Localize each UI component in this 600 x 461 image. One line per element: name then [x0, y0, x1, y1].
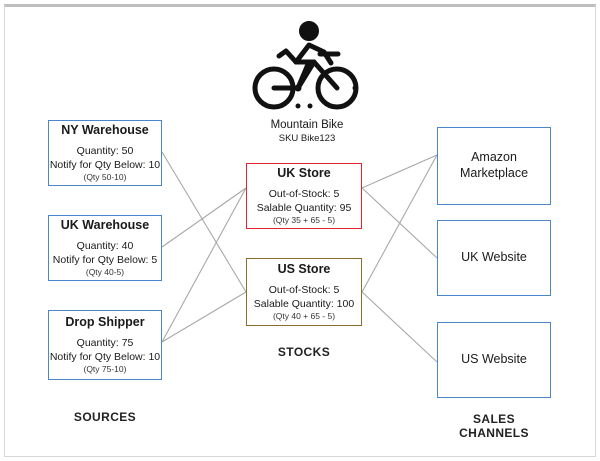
link-us-store-to-amazon	[361, 154, 438, 293]
source-title: Drop Shipper	[65, 314, 145, 329]
stock-out-of-stock: Out-of-Stock: 5	[268, 187, 340, 200]
link-us-store-to-us-website	[361, 291, 438, 363]
source-notify: Notify for Qty Below: 10	[49, 158, 161, 171]
stock-title: US Store	[277, 261, 331, 276]
source-node-uk-warehouse[interactable]: UK Warehouse Quantity: 40 Notify for Qty…	[48, 215, 162, 281]
stock-salable-quantity: Salable Quantity: 95	[256, 201, 352, 214]
stock-node-uk-store[interactable]: UK Store Out-of-Stock: 5 Salable Quantit…	[246, 163, 362, 229]
source-formula: (Qty 40-5)	[85, 266, 125, 277]
source-quantity: Quantity: 40	[76, 239, 134, 252]
section-label-sales-channels: SALES CHANNELS	[459, 412, 529, 440]
stock-formula: (Qty 35 + 65 - 5)	[272, 214, 336, 225]
link-ny-warehouse-to-us-store	[161, 151, 247, 293]
channel-label-line1: Amazon	[471, 150, 517, 165]
source-title: NY Warehouse	[61, 122, 149, 137]
channel-label-line1: US Website	[461, 352, 527, 367]
channel-node-us-website[interactable]: US Website	[437, 322, 551, 398]
stock-salable-quantity: Salable Quantity: 100	[253, 297, 355, 310]
source-formula: (Qty 75-10)	[83, 363, 127, 374]
section-label-stocks: STOCKS	[277, 345, 331, 359]
link-uk-store-to-amazon	[361, 154, 438, 189]
source-quantity: Quantity: 50	[76, 144, 134, 157]
source-notify: Notify for Qty Below: 10	[49, 350, 161, 363]
channel-label-line1: UK Website	[461, 250, 527, 265]
source-title: UK Warehouse	[60, 217, 150, 232]
product-caption: Mountain Bike SKU Bike123	[227, 118, 387, 145]
link-drop-shipper-to-uk-store	[161, 187, 247, 343]
link-uk-warehouse-to-uk-store	[161, 187, 247, 248]
source-formula: (Qty 50-10)	[83, 171, 127, 182]
stock-formula: (Qty 40 + 65 - 5)	[272, 310, 336, 321]
channel-node-amazon-marketplace[interactable]: Amazon Marketplace	[437, 127, 551, 205]
link-drop-shipper-to-us-store	[161, 291, 247, 343]
product-sku: SKU Bike123	[278, 132, 336, 144]
channel-node-uk-website[interactable]: UK Website	[437, 220, 551, 296]
stock-node-us-store[interactable]: US Store Out-of-Stock: 5 Salable Quantit…	[246, 258, 362, 326]
stock-out-of-stock: Out-of-Stock: 5	[268, 283, 340, 296]
source-quantity: Quantity: 75	[76, 336, 134, 349]
source-node-drop-shipper[interactable]: Drop Shipper Quantity: 75 Notify for Qty…	[48, 310, 162, 380]
product-name: Mountain Bike	[270, 119, 344, 131]
source-notify: Notify for Qty Below: 5	[52, 253, 158, 266]
section-label-sources: SOURCES	[73, 410, 137, 424]
stock-title: UK Store	[277, 165, 331, 180]
mountain-bike-icon	[252, 21, 359, 110]
channel-label-line2: Marketplace	[459, 166, 529, 180]
source-node-ny-warehouse[interactable]: NY Warehouse Quantity: 50 Notify for Qty…	[48, 120, 162, 186]
